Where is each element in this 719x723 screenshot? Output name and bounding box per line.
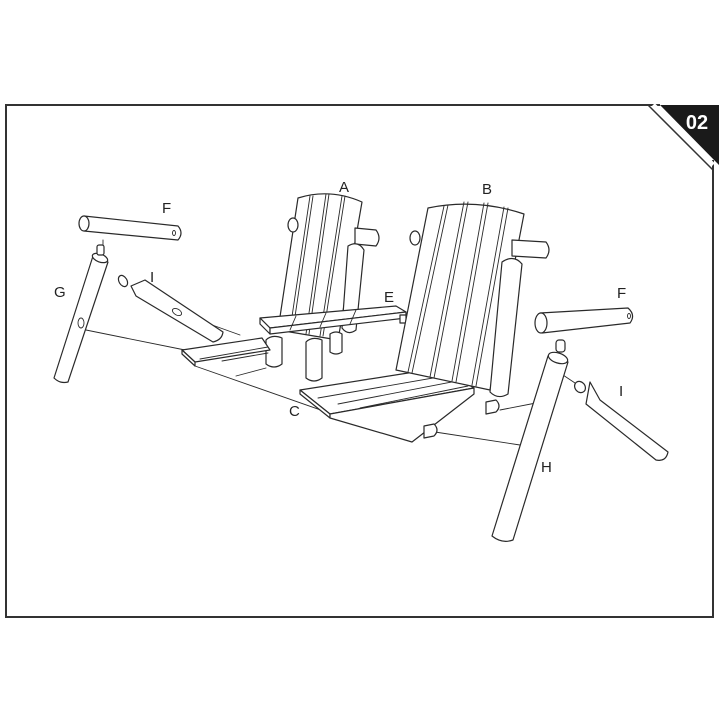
part-h-right-leg — [491, 339, 569, 542]
part-labels: A B C E F F G H I I — [54, 179, 626, 476]
label-e: E — [384, 289, 394, 306]
part-e-center-table — [259, 305, 407, 382]
label-g: G — [54, 284, 66, 301]
label-b: B — [482, 181, 492, 198]
part-a-left-chair-back — [277, 193, 380, 341]
label-i-right: I — [619, 383, 623, 400]
step-number: 02 — [686, 112, 708, 134]
label-i-left: I — [150, 269, 154, 286]
label-c: C — [289, 403, 300, 420]
label-f-left: F — [162, 200, 171, 217]
page-frame — [5, 104, 714, 618]
part-f-left-rail — [78, 215, 182, 241]
label-f-right: F — [617, 285, 626, 302]
label-h: H — [541, 459, 552, 476]
part-f-right-rail — [534, 307, 634, 334]
part-g-left-leg — [53, 244, 109, 384]
label-a: A — [339, 179, 349, 196]
step-badge: 02 — [647, 103, 719, 171]
part-b-right-chair-back — [395, 201, 550, 398]
part-c-bench-seat — [181, 337, 500, 443]
part-i-left-crossbar — [117, 274, 224, 343]
part-i-right-crossbar — [573, 380, 669, 461]
